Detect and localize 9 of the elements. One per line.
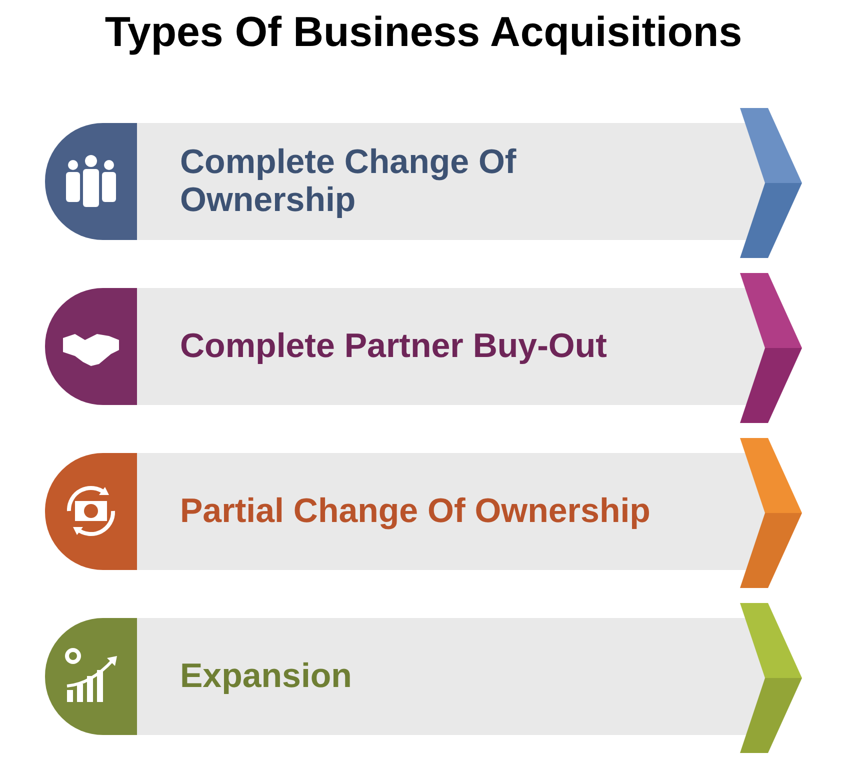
banner-text: Complete Partner Buy-Out	[180, 328, 607, 366]
title: Types Of Business Acquisitions	[104, 8, 744, 56]
arrow-banner	[45, 273, 805, 423]
arrow-banner	[45, 108, 805, 258]
banner-text: Expansion	[180, 658, 352, 696]
arrow-banner	[45, 603, 805, 753]
banner-text: Partial Change Of Ownership	[180, 492, 650, 530]
banner-text: Complete Change Of Ownership	[180, 144, 518, 219]
arrow-banner	[45, 438, 805, 588]
